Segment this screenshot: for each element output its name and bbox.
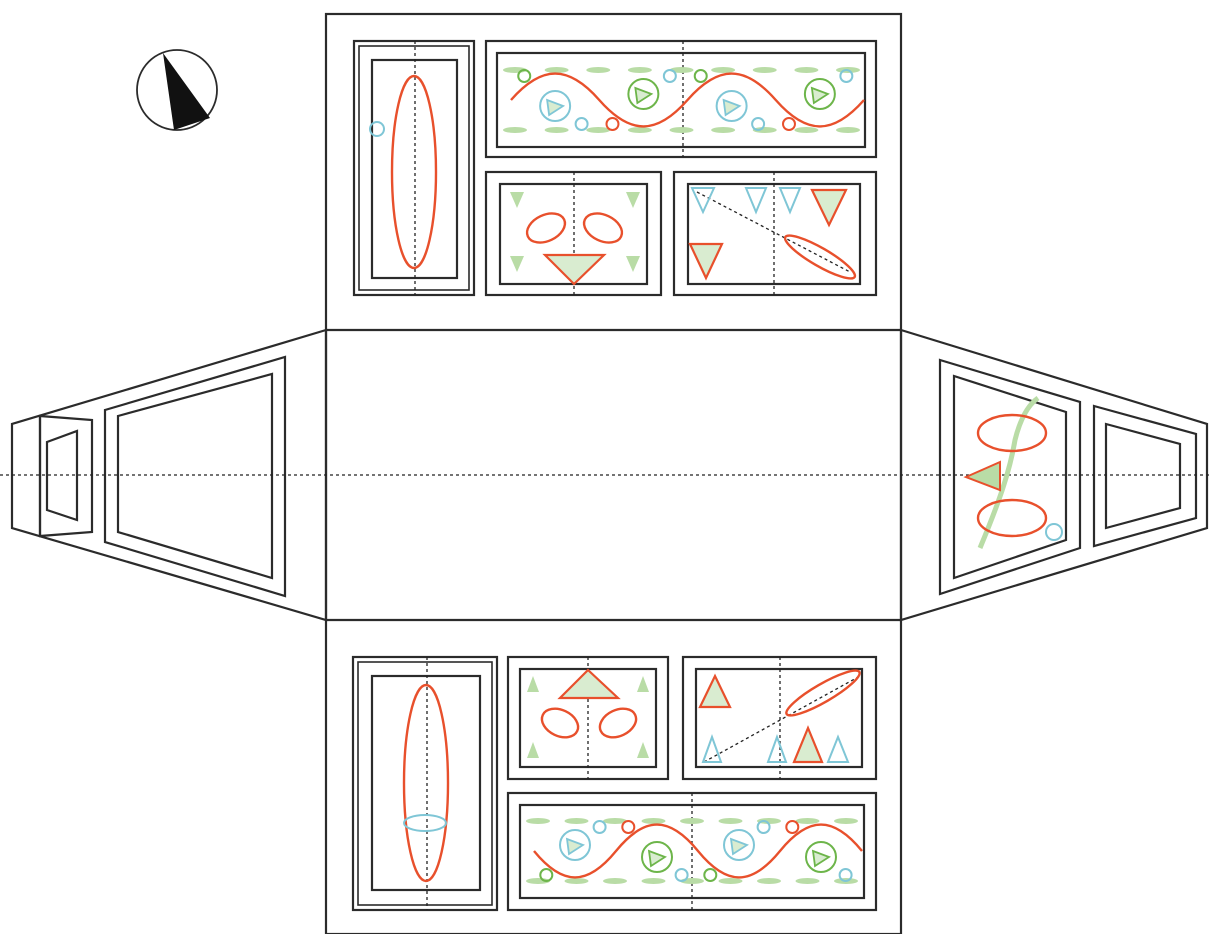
scroll-leaf [647, 849, 667, 868]
central-strip [324, 12, 903, 934]
leaf-accent [669, 67, 694, 73]
leaf-accent [795, 818, 820, 824]
scroll-bud [751, 117, 766, 131]
bottom-panels [351, 655, 878, 912]
leaf-accent [586, 127, 611, 133]
scroll-leaf [722, 98, 742, 117]
scroll-wave [510, 72, 865, 128]
compass-needle [163, 53, 210, 130]
scroll-bud [592, 820, 607, 834]
scroll-spiral [805, 841, 837, 873]
top-small-panels [484, 170, 878, 297]
scroll-bud [781, 117, 796, 131]
leaf-accent [711, 127, 736, 133]
leaf-accent [627, 127, 652, 133]
scroll-bud [839, 69, 854, 83]
scroll-spiral [539, 90, 572, 122]
scroll-spiral [559, 829, 591, 861]
scroll-wave [533, 823, 863, 879]
leaf-accent [641, 818, 666, 824]
scroll-leaf [565, 837, 585, 856]
leaf-accent [544, 127, 569, 133]
leaf-accent [711, 67, 736, 73]
scroll-bud [838, 868, 853, 882]
scroll-bud [662, 69, 677, 83]
scroll-bud [674, 868, 689, 882]
scroll-bud [621, 820, 636, 834]
leaf-accent [718, 818, 743, 824]
scroll-leaf [729, 837, 749, 856]
scroll-bud [693, 69, 708, 83]
leaf-accent [718, 878, 743, 884]
leaf-accent [757, 818, 781, 824]
scroll-bud [574, 117, 589, 131]
top-band-pattern [503, 67, 865, 133]
compass-icon [136, 49, 218, 131]
scroll-spiral [803, 78, 836, 110]
scroll-leaf [634, 86, 654, 105]
bottom-band-pattern [526, 818, 863, 884]
scroll-bud [703, 868, 718, 882]
scroll-leaf [546, 98, 566, 117]
leaf-accent [564, 818, 589, 824]
scroll-spiral [641, 841, 673, 873]
leaf-accent [669, 127, 694, 133]
leaf-accent [627, 67, 652, 73]
leaf-accent [752, 67, 777, 73]
scroll-bud [517, 69, 532, 83]
leaf-accent [752, 127, 777, 133]
leaf-accent [680, 818, 704, 824]
top-panels [352, 39, 878, 297]
leaf-accent [603, 818, 627, 824]
leaf-accent [834, 818, 858, 824]
leaf-accent [641, 878, 666, 884]
leaf-accent [503, 127, 527, 133]
left-flap [10, 328, 328, 622]
leaf-accent [794, 127, 819, 133]
scroll-bud [785, 820, 800, 834]
scroll-spiral [627, 78, 660, 110]
leaf-accent [757, 878, 781, 884]
right-flap-pattern [963, 395, 1063, 549]
scroll-bud [756, 820, 771, 834]
leaf-accent [526, 818, 550, 824]
scroll-bud [605, 117, 620, 131]
leaf-accent [603, 878, 627, 884]
leaf-accent [544, 67, 569, 73]
right-flap [899, 328, 1209, 622]
leaf-accent [795, 878, 820, 884]
leaf-accent [564, 878, 589, 884]
scroll-leaf [810, 86, 830, 105]
scroll-leaf [811, 849, 831, 868]
leaf-accent [586, 67, 611, 73]
leaf-accent [794, 67, 819, 73]
scroll-spiral [723, 829, 755, 861]
scroll-bud [539, 868, 554, 882]
leaf-accent [836, 127, 860, 133]
scroll-spiral [715, 90, 748, 122]
net-outline [324, 12, 903, 934]
